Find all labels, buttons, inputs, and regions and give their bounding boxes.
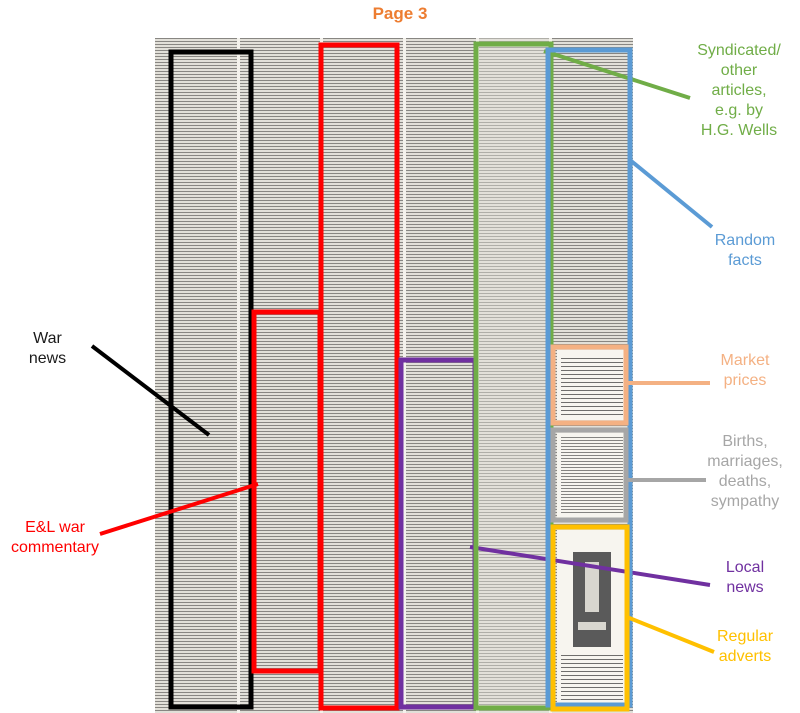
newspaper-column-3	[323, 38, 403, 713]
regular-adverts-label-line-1: Regular	[716, 628, 774, 645]
el-war-commentary-label-line-1: E&L war	[25, 519, 85, 536]
el-war-commentary-leader	[99, 482, 259, 536]
el-war-commentary-box-2	[318, 42, 400, 711]
births-box	[550, 427, 629, 523]
syndicated-label-line-3: articles,	[711, 82, 767, 99]
syndicated-label-line-1: Syndicated/	[697, 42, 781, 59]
syndicated-label-line-2: other	[720, 62, 758, 79]
local-news-label-line-2: news	[726, 579, 764, 596]
random-facts-label: Random facts	[690, 231, 800, 271]
syndicated-label-line-5: H.G. Wells	[700, 122, 778, 139]
random-facts-box	[545, 47, 633, 708]
newspaper-column-4	[406, 38, 476, 713]
newspaper-column-5	[479, 38, 549, 713]
el-war-commentary-box-1	[251, 309, 323, 674]
local-news-label: Local news	[690, 558, 800, 598]
market-prices-box	[550, 344, 629, 426]
syndicated-box	[473, 41, 554, 711]
regular-adverts-leader	[626, 615, 715, 654]
births-label-line-2: marriages,	[707, 453, 783, 470]
page-title: Page 3	[372, 4, 428, 23]
syndicated-leader	[543, 49, 691, 100]
births-label-line-4: sympathy	[710, 493, 780, 510]
war-news-label-line-1: War	[33, 330, 62, 347]
el-war-commentary-label: E&L war commentary	[0, 518, 110, 558]
births-label-line-1: Births,	[722, 433, 768, 450]
births-block	[557, 433, 627, 518]
war-news-leader	[90, 344, 211, 437]
random-facts-label-line-1: Random	[714, 232, 776, 249]
el-war-commentary-label-line-2: commentary	[10, 539, 100, 556]
memorial-advert	[557, 530, 627, 710]
war-news-label-line-2: news	[28, 350, 67, 367]
war-news-box	[168, 49, 254, 710]
market-prices-label: Market prices	[690, 351, 800, 391]
regular-adverts-box	[550, 524, 630, 712]
local-news-box	[398, 357, 478, 710]
market-prices-table	[557, 350, 627, 420]
random-facts-leader	[628, 158, 714, 229]
market-prices-label-line-1: Market	[720, 352, 770, 369]
births-label: Births, marriages, deaths, sympathy	[690, 432, 800, 512]
market-prices-label-line-2: prices	[723, 372, 767, 389]
random-facts-label-line-2: facts	[728, 252, 762, 269]
regular-adverts-label: Regular adverts	[690, 627, 800, 667]
local-news-leader	[469, 545, 711, 587]
memorial-illustration	[573, 552, 611, 647]
syndicated-label: Syndicated/ other articles, e.g. by H.G.…	[678, 41, 800, 141]
syndicated-label-line-4: e.g. by	[714, 102, 764, 119]
war-news-label: War news	[10, 329, 85, 369]
births-label-line-3: deaths,	[718, 473, 772, 490]
local-news-label-line-1: Local	[725, 559, 765, 576]
regular-adverts-label-line-2: adverts	[718, 648, 772, 665]
